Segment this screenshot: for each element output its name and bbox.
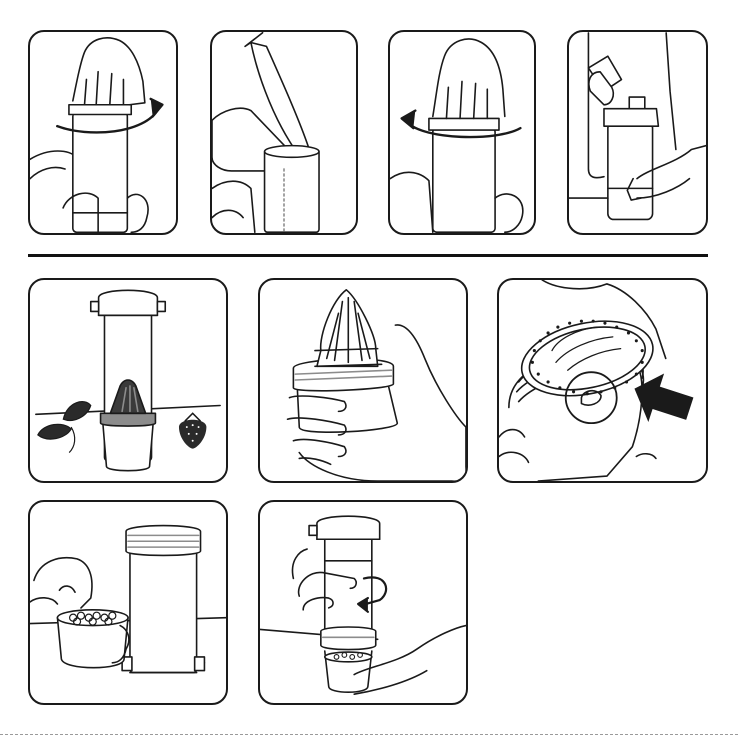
panel-attach-infuser xyxy=(258,500,468,705)
infuser-holes-illustration xyxy=(499,280,706,481)
twist-lid-illustration xyxy=(30,32,176,233)
open-cap-illustration xyxy=(569,32,706,233)
strawberry-icon xyxy=(179,413,206,448)
panel-juicer-cone xyxy=(258,278,468,483)
panel-step-2-pour xyxy=(210,30,358,235)
panel-infuser-holes-detail xyxy=(497,278,708,483)
panel-step-3-untwist-lid xyxy=(388,30,536,235)
page-edge-dashed-line xyxy=(0,734,738,735)
tea-leaf-icon xyxy=(38,402,91,453)
overview-illustration xyxy=(30,280,226,481)
pour-illustration xyxy=(212,32,356,233)
panel-step-1-twist-lid xyxy=(28,30,178,235)
section-divider xyxy=(28,254,708,257)
panel-fill-infuser xyxy=(28,500,228,705)
panel-step-4-open-cap xyxy=(567,30,708,235)
fill-infuser-illustration xyxy=(30,502,226,703)
juicer-cone-illustration xyxy=(260,280,466,481)
panel-overview-bottle-juicer xyxy=(28,278,228,483)
attach-infuser-illustration xyxy=(260,502,466,703)
untwist-lid-illustration xyxy=(390,32,534,233)
